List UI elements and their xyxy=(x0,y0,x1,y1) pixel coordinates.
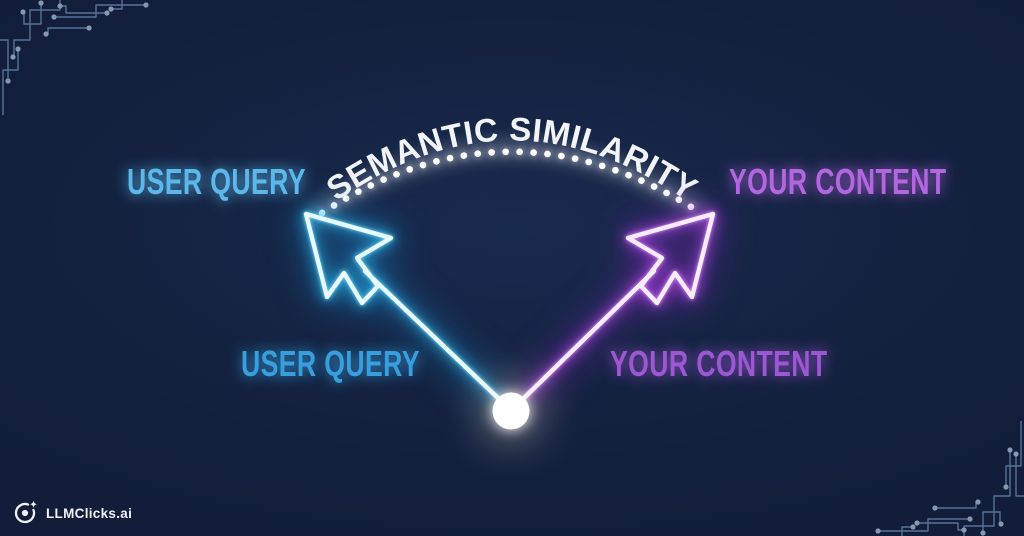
llmclicks-logo: LLMClicks.ai xyxy=(12,500,132,526)
circuit-decoration-bottom-right xyxy=(875,421,1024,536)
circuit-nodes xyxy=(5,0,149,84)
arrow-tail xyxy=(521,268,657,401)
circuit-nodes xyxy=(875,447,1019,536)
neon-cursor-arrow-left-icon xyxy=(303,211,501,401)
neon-cursor-arrow-right-icon xyxy=(521,211,716,401)
arrow-head xyxy=(303,211,394,306)
arc-haze-glow xyxy=(308,135,710,222)
dotted-arc xyxy=(318,148,700,217)
label-user-query-top: USER QUERY xyxy=(127,161,306,202)
label-your-content-top: YOUR CONTENT xyxy=(729,161,947,202)
label-your-content-bottom: YOUR CONTENT xyxy=(610,343,828,384)
label-user-query-bottom: USER QUERY xyxy=(241,343,420,384)
arrow-head xyxy=(625,211,716,306)
click-target-sparkle-icon xyxy=(14,500,37,524)
arrow-tail xyxy=(362,268,501,401)
origin-glow-dot xyxy=(492,392,530,430)
sparkle-icon xyxy=(30,500,37,508)
logo-text: LLMClicks.ai xyxy=(46,505,133,521)
circuit-decoration-top-left xyxy=(0,0,149,115)
